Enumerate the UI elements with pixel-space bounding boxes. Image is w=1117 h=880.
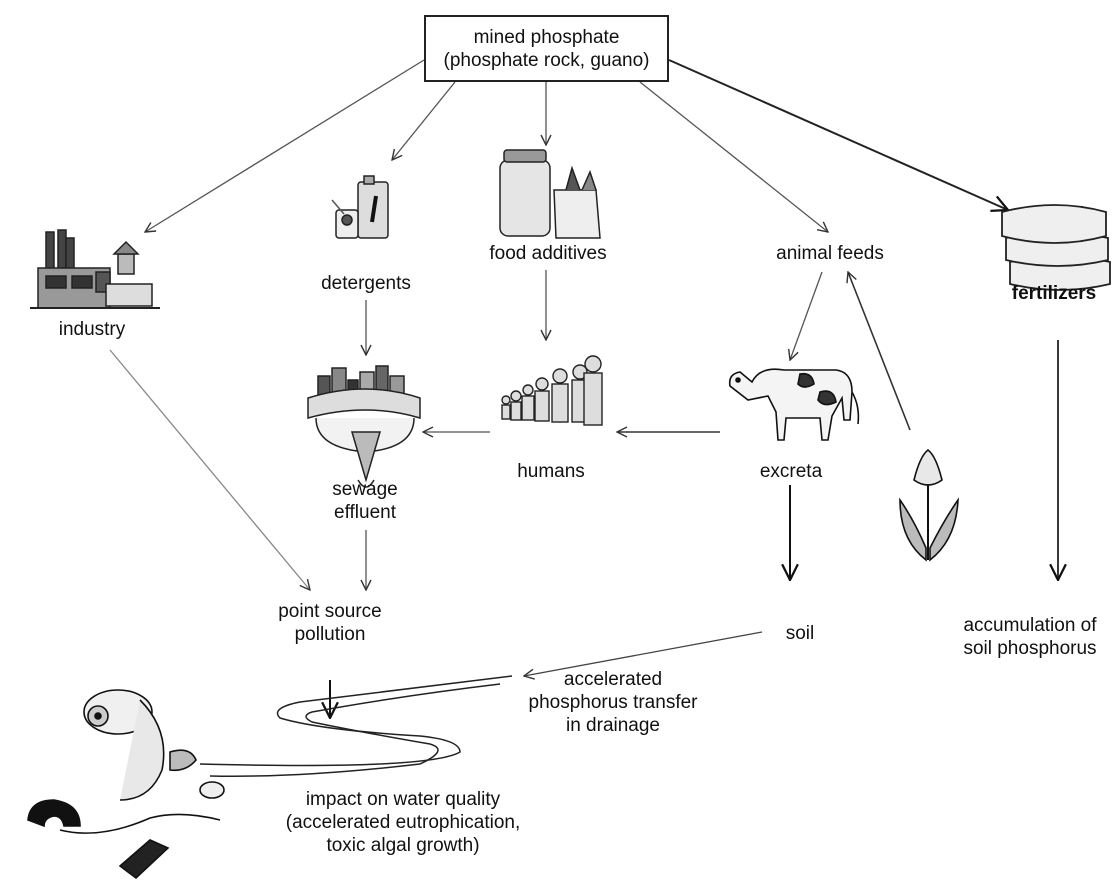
label-humans: humans <box>517 461 585 482</box>
label-detergents: detergents <box>321 273 411 294</box>
arrow-source-to-industry <box>145 59 425 232</box>
arrow-source-to-detergents <box>392 81 456 160</box>
arrow-feeds-to-excreta <box>790 271 823 360</box>
river-icon <box>199 675 513 777</box>
arrow-source-to-animal-feeds <box>639 81 828 232</box>
arrow-plant-to-feeds <box>848 272 911 431</box>
polluted-fish-icon <box>27 689 225 880</box>
label-excreta: excreta <box>759 461 823 482</box>
source-line-2: (phosphate rock, guano) <box>443 49 650 71</box>
tulip-plant-icon <box>899 448 959 562</box>
label-accelerated-transfer: accelerated phosphorus transfer in drain… <box>528 669 698 736</box>
detergent-bottles-icon <box>331 175 389 239</box>
food-jar-bag-icon <box>499 149 601 239</box>
label-impact-water-quality: impact on water quality (accelerated eut… <box>285 789 521 856</box>
people-group-icon <box>501 355 603 426</box>
label-animal-feeds: animal feeds <box>776 243 884 264</box>
sewage-city-icon <box>307 365 421 488</box>
arrow-soil-to-drainage <box>524 631 763 676</box>
mined-phosphate-box: mined phosphate (phosphate rock, guano) <box>424 15 669 82</box>
arrow-industry-to-pollution <box>109 349 310 590</box>
label-food-additives: food additives <box>489 243 607 264</box>
label-fertilizers: fertilizers <box>1011 283 1097 304</box>
label-sewage-effluent: sewage effluent <box>332 479 398 523</box>
source-line-1: mined phosphate <box>473 26 620 48</box>
fertilizer-sacks-icon <box>1001 204 1111 291</box>
arrow-source-to-fertilizers <box>668 59 1008 210</box>
label-point-source-pollution: point source pollution <box>278 601 382 645</box>
factory-icon <box>30 229 160 309</box>
cow-icon <box>728 368 860 441</box>
label-industry: industry <box>58 319 126 340</box>
label-accumulation-soil-phosphorus: accumulation of soil phosphorus <box>963 615 1097 659</box>
label-soil: soil <box>785 623 815 644</box>
